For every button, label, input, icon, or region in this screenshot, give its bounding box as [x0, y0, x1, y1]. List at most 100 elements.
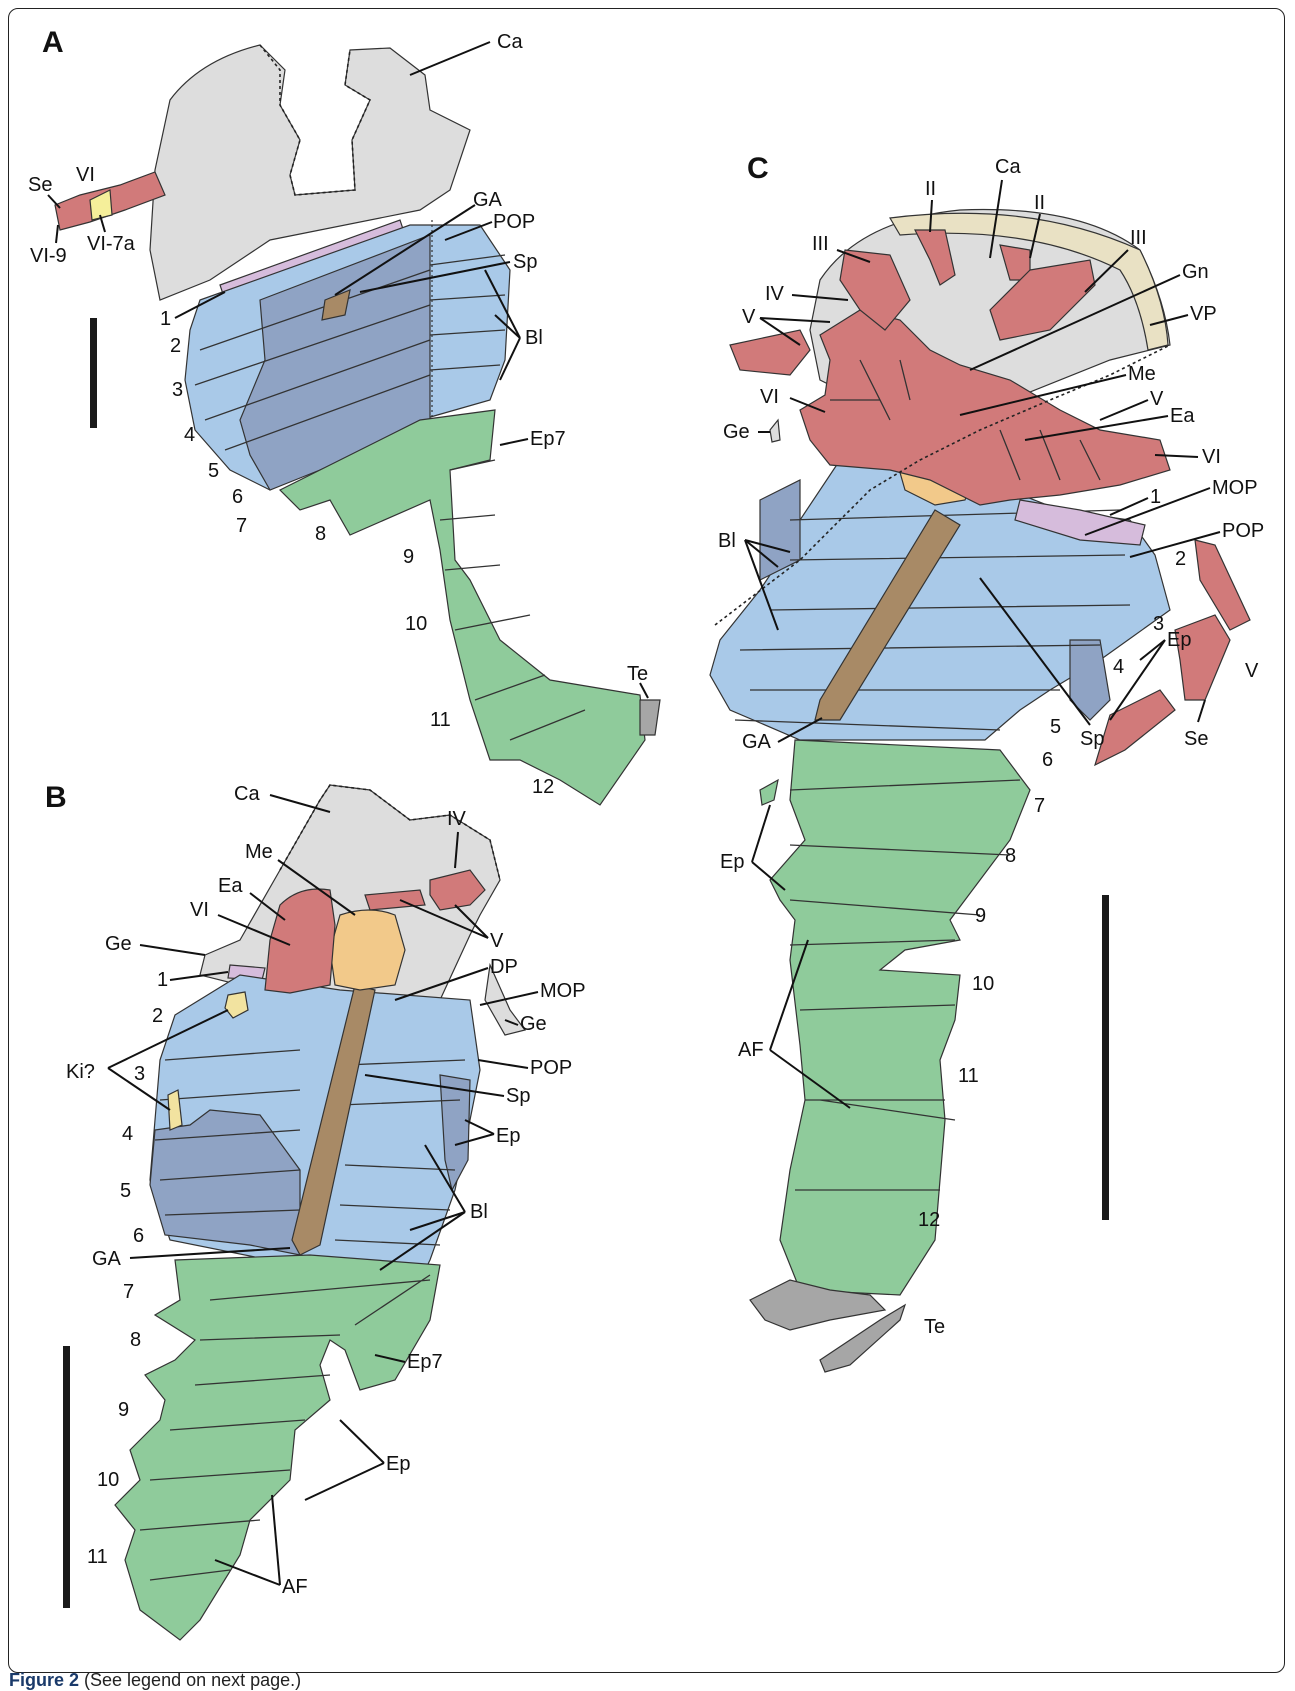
label-b-bl: Bl — [470, 1201, 488, 1223]
label-c-pop: POP — [1222, 520, 1264, 542]
panel-c-appendage-v-left — [730, 330, 810, 375]
segment-a-3: 3 — [172, 379, 183, 401]
panel-c-letter: C — [747, 152, 769, 185]
segment-a-8: 8 — [315, 523, 326, 545]
label-c-gn: Gn — [1182, 261, 1209, 283]
segment-b-8: 8 — [130, 1329, 141, 1351]
label-b-ge: Ge — [105, 933, 132, 955]
label-b-sp: Sp — [506, 1085, 530, 1107]
label-a-vi: VI — [76, 164, 95, 186]
label-c-ii2: II — [1034, 192, 1045, 214]
caption-figure-number: Figure 2 — [9, 1670, 79, 1690]
segment-b-11: 11 — [87, 1546, 108, 1568]
label-c-four: 4 — [1113, 656, 1124, 678]
label-c-v1: V — [742, 306, 756, 328]
label-a-vi9: VI-9 — [30, 245, 67, 267]
segment-a-6: 6 — [232, 486, 243, 508]
segment-b-6: 6 — [133, 1225, 144, 1247]
label-a-te: Te — [627, 663, 648, 685]
label-b-ep: Ep — [496, 1125, 520, 1147]
figure-caption: Figure 2 (See legend on next page.) — [9, 1670, 301, 1691]
segment-b-5: 5 — [120, 1180, 131, 1202]
label-b-vi: VI — [190, 899, 209, 921]
segment-a-10: 10 — [405, 613, 427, 635]
label-a-ep7: Ep7 — [530, 428, 566, 450]
label-b-ca: Ca — [234, 783, 260, 805]
label-c-v2: V — [1150, 388, 1164, 410]
label-b-af: AF — [282, 1576, 308, 1598]
label-c-ga: GA — [742, 731, 772, 753]
label-b-ep2: Ep — [386, 1453, 410, 1475]
panel-c-scale-bar — [1102, 895, 1109, 1220]
segment-a-7: 7 — [236, 515, 247, 537]
panel-c: C Ca — [710, 152, 1264, 1372]
segment-a-2: 2 — [170, 335, 181, 357]
panel-a-telson — [640, 700, 660, 735]
label-b-ge2: Ge — [520, 1013, 547, 1035]
label-c-ep2: Ep — [720, 851, 744, 873]
label-c-one: 1 — [1150, 486, 1161, 508]
label-c-v3: V — [1245, 660, 1259, 682]
label-c-bl: Bl — [718, 530, 736, 552]
label-c-iii2: III — [1130, 227, 1147, 249]
label-a-pop: POP — [493, 211, 535, 233]
panel-b: B Ca IV Me Ea VI — [45, 781, 586, 1640]
label-c-vi1: VI — [760, 386, 779, 408]
label-c-mop: MOP — [1212, 477, 1258, 499]
label-b-iv: IV — [447, 808, 467, 830]
label-b-ep7: Ep7 — [407, 1351, 443, 1373]
label-c-vp: VP — [1190, 303, 1217, 325]
segment-a-9: 9 — [403, 546, 414, 568]
label-b-me: Me — [245, 841, 273, 863]
label-b-ki: Ki? — [66, 1061, 95, 1083]
label-b-ga: GA — [92, 1248, 122, 1270]
segment-c-10: 10 — [972, 973, 994, 995]
segment-c-12: 12 — [918, 1209, 940, 1231]
segment-a-1: 1 — [160, 308, 171, 330]
panel-b-metasoma — [115, 1255, 440, 1640]
label-b-v: V — [490, 930, 504, 952]
label-c-two: 2 — [1175, 548, 1186, 570]
segment-a-5: 5 — [208, 460, 219, 482]
segment-b-2: 2 — [152, 1005, 163, 1027]
label-b-ea: Ea — [218, 875, 243, 897]
label-b-pop: POP — [530, 1057, 572, 1079]
segment-b-3: 3 — [134, 1063, 145, 1085]
label-b-mop: MOP — [540, 980, 586, 1002]
panel-a-scale-bar — [90, 318, 97, 428]
segment-a-4: 4 — [184, 424, 195, 446]
panel-c-ge — [770, 420, 780, 442]
label-c-six: 6 — [1042, 749, 1053, 771]
panel-b-scale-bar — [63, 1346, 70, 1608]
label-c-iii1: III — [812, 233, 829, 255]
panel-c-appendage-right-1 — [1195, 540, 1250, 630]
label-a-bl: Bl — [525, 327, 543, 349]
panel-a-metasoma — [280, 410, 645, 805]
label-a-sp: Sp — [513, 251, 537, 273]
label-c-te: Te — [924, 1316, 945, 1338]
segment-a-11: 11 — [430, 709, 451, 731]
label-c-sp: Sp — [1080, 728, 1104, 750]
label-c-iv: IV — [765, 283, 785, 305]
segment-c-7: 7 — [1034, 795, 1045, 817]
segment-c-8: 8 — [1005, 845, 1016, 867]
label-c-se: Se — [1184, 728, 1208, 750]
label-c-ea: Ea — [1170, 405, 1195, 427]
panel-c-ep-small — [760, 780, 778, 805]
label-a-ca: Ca — [497, 31, 523, 53]
panel-b-metastoma — [330, 910, 405, 990]
segment-c-9: 9 — [975, 905, 986, 927]
label-c-ca: Ca — [995, 156, 1021, 178]
segment-b-4: 4 — [122, 1123, 133, 1145]
label-c-af: AF — [738, 1039, 764, 1061]
panel-a: A Ca VI Se VI-9 VI-7a GA POP Sp — [28, 26, 660, 805]
caption-note: (See legend on next page.) — [79, 1670, 301, 1690]
panel-c-appendage-right-2 — [1175, 615, 1230, 700]
segment-b-10: 10 — [97, 1469, 119, 1491]
label-a-ga: GA — [473, 189, 503, 211]
label-c-ep: Ep — [1167, 629, 1191, 651]
label-c-vi2: VI — [1202, 446, 1221, 468]
label-c-three: 3 — [1153, 613, 1164, 635]
panel-c-metasoma — [770, 740, 1030, 1295]
